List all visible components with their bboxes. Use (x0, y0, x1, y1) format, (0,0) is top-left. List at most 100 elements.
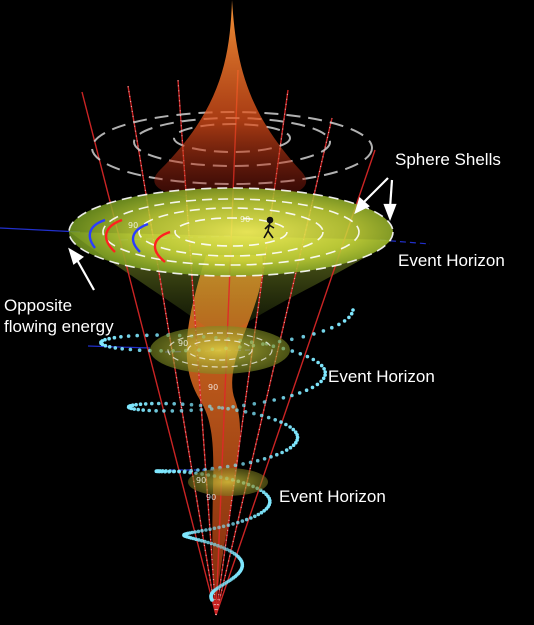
helix-dot (252, 402, 257, 406)
degree-mark: 90 (240, 215, 250, 224)
helix-dot (243, 410, 248, 414)
central-spike (154, 0, 307, 200)
helix-dot (141, 408, 145, 412)
helix-dot (262, 457, 267, 461)
helix-dot (138, 402, 143, 407)
helix-dot (212, 542, 217, 547)
helix-dot (279, 420, 283, 424)
helix-dot (304, 388, 309, 393)
helix-dot (284, 422, 288, 427)
event-horizon-label-lower: Event Horizon (279, 487, 386, 506)
flow-arrows (88, 218, 171, 263)
helix-dot (172, 469, 177, 474)
opposite-label-line2: flowing energy (4, 317, 114, 336)
helix-dot (208, 527, 212, 531)
helix-dot (208, 404, 212, 409)
helix-dot (321, 329, 326, 333)
helix-dot (290, 337, 294, 342)
helix-dot (200, 538, 204, 543)
helix-dot (119, 335, 123, 339)
helix-dot (262, 509, 266, 513)
helix-dot (351, 308, 355, 312)
helix-dot (193, 530, 197, 534)
helix-dot (275, 452, 279, 457)
helix-dot (252, 411, 256, 416)
degree-mark: 90 (196, 476, 206, 485)
helix-dot (301, 334, 306, 339)
helix-dot (311, 357, 316, 362)
helix-dot (297, 391, 302, 395)
helix-dot (291, 427, 296, 432)
helix-dot (244, 517, 249, 522)
helix-dot (199, 407, 204, 412)
helix-dot (294, 440, 298, 445)
helix-dot (160, 469, 165, 473)
helix-dot (231, 522, 235, 526)
helix-dot (220, 406, 225, 410)
helix-dot (112, 335, 117, 340)
helix-dot (290, 393, 294, 398)
helix-dot (107, 345, 112, 349)
helix-dot (290, 349, 295, 353)
lower-disk (188, 468, 268, 496)
helix-dot (253, 514, 257, 519)
helix-dot (170, 409, 175, 413)
helix-dot (196, 529, 201, 534)
helix-dot (269, 455, 273, 459)
helix-dot (150, 401, 154, 406)
helix-dot (295, 435, 300, 440)
helix-dot (164, 469, 168, 473)
helix-dot (188, 470, 192, 475)
helix-dot (235, 408, 239, 413)
helix-dot (217, 525, 221, 530)
helix-dot (203, 539, 207, 544)
helix-dot (225, 547, 229, 552)
helix-dot (103, 343, 108, 348)
helix-dot (225, 464, 230, 469)
helix-dot (255, 458, 260, 463)
helix-dot (319, 363, 324, 368)
helix-dot (120, 347, 124, 351)
helix-dot (259, 510, 264, 515)
helix-dot (322, 367, 326, 371)
helix-dot (266, 415, 271, 420)
helix-dot (180, 402, 185, 407)
helix-dot (273, 418, 278, 422)
helix-dot (204, 528, 208, 532)
degree-mark: 90 (178, 339, 188, 348)
helix-dot (272, 398, 277, 402)
helix-dot (143, 402, 148, 406)
helix-dot (198, 403, 203, 408)
helix-dot (323, 370, 328, 374)
helix-dot (168, 469, 172, 473)
helix-dot (128, 347, 133, 352)
degree-mark: 90 (208, 383, 218, 392)
helix-dot (256, 512, 261, 517)
helix-dot (342, 319, 347, 323)
helix-dot (349, 311, 354, 316)
helix-dot (316, 360, 320, 365)
degree-marks: 90 90 90 90 90 90 (128, 215, 250, 502)
helix-dot (226, 523, 231, 527)
helix-dot (222, 546, 226, 550)
helix-dot (315, 382, 320, 387)
helix-dot (177, 469, 181, 474)
helix-dot (162, 409, 166, 413)
helix-dot (107, 336, 111, 341)
helix-dot (196, 468, 200, 472)
helix-dot (261, 490, 266, 495)
helix-dot (323, 373, 327, 377)
helix-dot (330, 325, 334, 330)
helix-dot (158, 469, 162, 473)
helix-dot (217, 405, 221, 410)
event-horizon-label-top: Event Horizon (398, 251, 505, 270)
helix-dot (145, 333, 149, 338)
degree-mark: 90 (128, 221, 138, 230)
helix-dot (249, 516, 253, 520)
helix-dot (200, 528, 204, 533)
helix-dot (182, 470, 187, 474)
helix-dot (209, 407, 214, 411)
top-disk (69, 188, 393, 276)
helix-dot (337, 322, 341, 327)
